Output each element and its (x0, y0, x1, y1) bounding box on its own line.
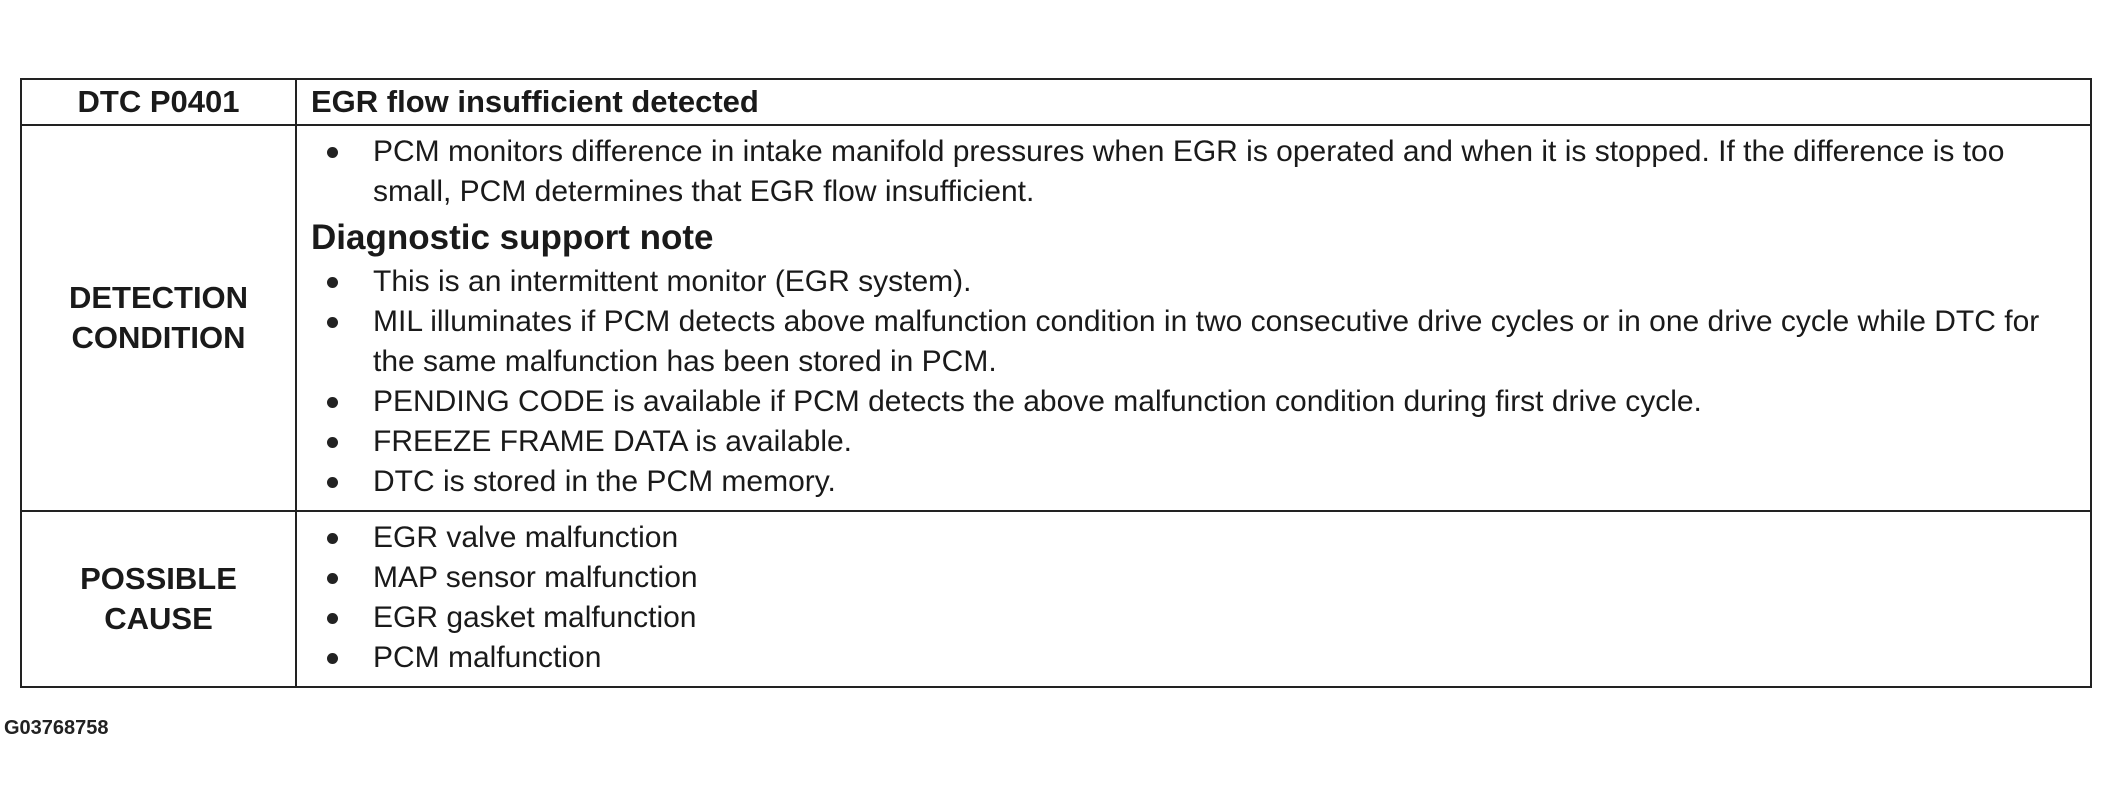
list-item: This is an intermittent monitor (EGR sys… (311, 262, 2074, 302)
dtc-table: DTC P0401 EGR flow insufficient detected… (20, 78, 2092, 688)
dtc-code: DTC P0401 (20, 78, 297, 126)
diagnostic-support-heading: Diagnostic support note (311, 218, 714, 257)
detection-condition-content: PCM monitors difference in intake manifo… (295, 124, 2092, 512)
cause-label-line2: CAUSE (104, 601, 213, 636)
diagnostic-notes-list: This is an intermittent monitor (EGR sys… (311, 262, 2074, 502)
detection-condition-row: DETECTION CONDITION PCM monitors differe… (20, 124, 2092, 512)
dtc-title: EGR flow insufficient detected (295, 78, 2092, 126)
detection-intro-list: PCM monitors difference in intake manifo… (311, 132, 2074, 212)
list-item: PENDING CODE is available if PCM detects… (311, 382, 2074, 422)
list-item: MAP sensor malfunction (311, 558, 2074, 598)
list-item: EGR gasket malfunction (311, 598, 2074, 638)
list-item: MIL illuminates if PCM detects above mal… (311, 302, 2074, 382)
detection-label-line1: DETECTION (68, 280, 249, 315)
list-item: PCM monitors difference in intake manifo… (311, 132, 2074, 212)
table-header-row: DTC P0401 EGR flow insufficient detected (20, 78, 2092, 126)
detection-condition-label: DETECTION CONDITION (20, 124, 297, 512)
cause-label-line1: POSSIBLE (80, 561, 237, 596)
possible-cause-list: EGR valve malfunction MAP sensor malfunc… (311, 518, 2074, 678)
figure-id: G03768758 (4, 717, 109, 739)
list-item: DTC is stored in the PCM memory. (311, 462, 2074, 502)
detection-label-line2: CONDITION (71, 320, 246, 355)
possible-cause-content: EGR valve malfunction MAP sensor malfunc… (295, 510, 2092, 688)
list-item: EGR valve malfunction (311, 518, 2074, 558)
possible-cause-row: POSSIBLE CAUSE EGR valve malfunction MAP… (20, 510, 2092, 688)
possible-cause-label: POSSIBLE CAUSE (20, 510, 297, 688)
list-item: FREEZE FRAME DATA is available. (311, 422, 2074, 462)
list-item: PCM malfunction (311, 638, 2074, 678)
